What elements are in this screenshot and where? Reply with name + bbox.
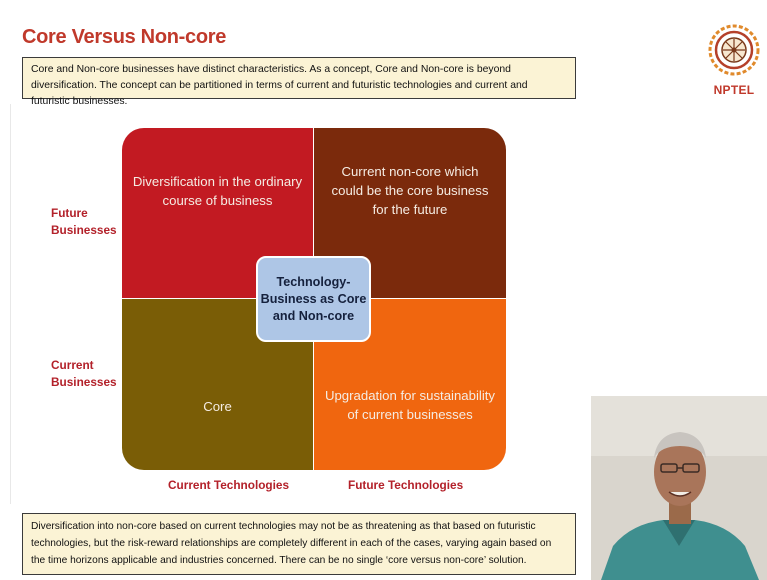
presenter-image xyxy=(591,396,767,580)
left-divider xyxy=(10,104,11,504)
axis-label-line: Businesses xyxy=(51,223,117,237)
logo-text: NPTEL xyxy=(713,83,755,97)
intro-text-box: Core and Non-core businesses have distin… xyxy=(22,57,576,107)
presenter-video xyxy=(591,396,767,580)
axis-label-line: Future xyxy=(51,206,88,220)
nptel-emblem-icon xyxy=(708,24,760,76)
axis-label-line: Businesses xyxy=(51,375,117,389)
slide-title: Core Versus Non-core xyxy=(22,26,227,48)
axis-label-line: Current xyxy=(51,358,94,372)
conclusion-text-box: Diversification into non-core based on c… xyxy=(22,513,576,575)
matrix-center-label: Technology-Business as Core and Non-core xyxy=(256,256,371,342)
nptel-logo: NPTEL xyxy=(703,20,765,102)
axis-current-businesses: Current Businesses xyxy=(51,357,117,391)
axis-future-technologies: Future Technologies xyxy=(348,478,464,492)
axis-future-businesses: Future Businesses xyxy=(51,205,117,239)
axis-current-technologies: Current Technologies xyxy=(168,478,290,492)
